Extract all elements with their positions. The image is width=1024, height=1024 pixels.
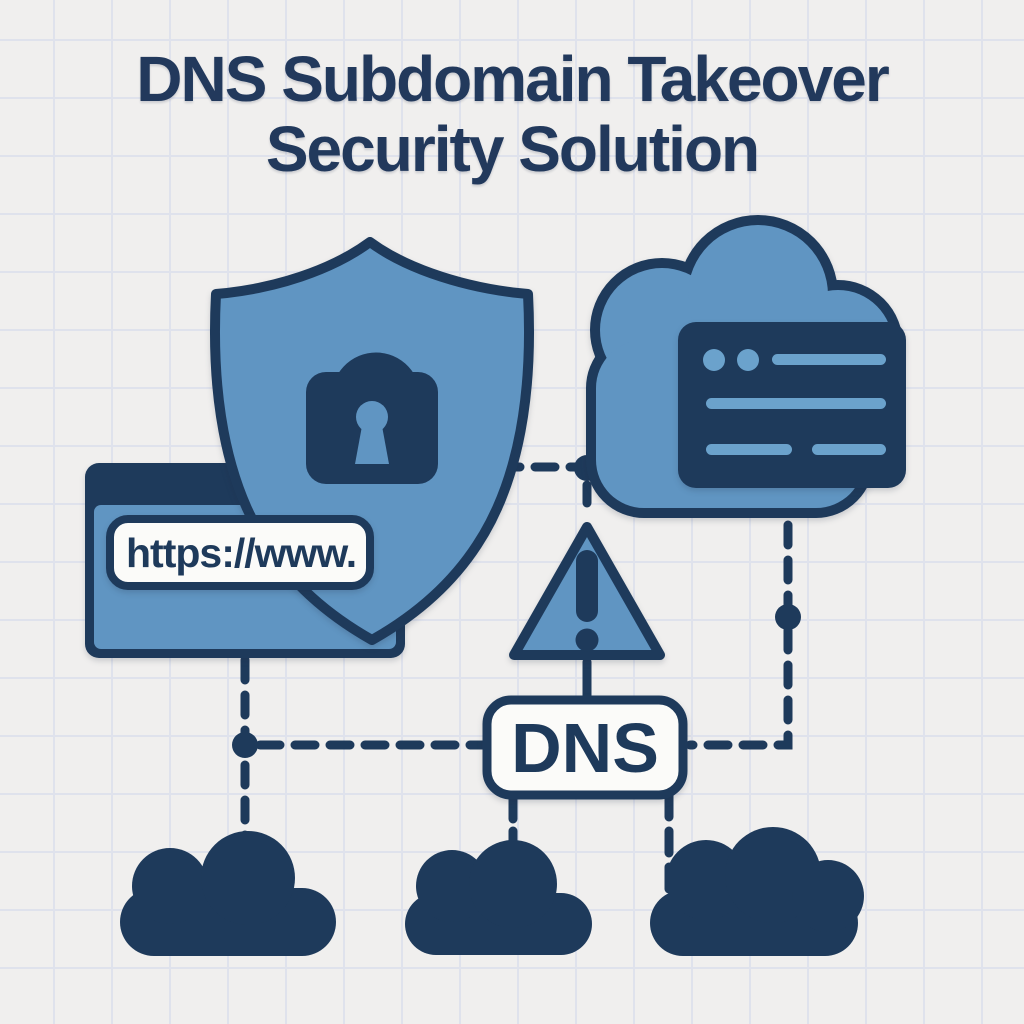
server-window-icon xyxy=(678,322,906,488)
exclamation-mark xyxy=(575,550,599,652)
keyhole-circle xyxy=(356,401,388,433)
title-line-2: Security Solution xyxy=(265,113,760,186)
server-line-3 xyxy=(706,444,792,455)
connector-server-to-dns xyxy=(685,485,793,750)
cloud-puff xyxy=(469,840,557,928)
cloud-puff xyxy=(416,850,488,922)
exclamation-dot xyxy=(575,628,599,652)
cloud-puff xyxy=(792,860,864,932)
cloud-icon-middle xyxy=(405,840,592,955)
dns-label-box: DNS xyxy=(482,695,688,800)
junction-dot-right xyxy=(775,604,801,630)
page-title: DNS Subdomain Takeover Security Solution xyxy=(0,44,1024,185)
server-dot-2 xyxy=(737,349,759,371)
padlock-icon xyxy=(306,352,438,484)
junction-dot-left xyxy=(232,732,258,758)
url-bar: https://www. xyxy=(106,515,374,590)
server-line-4 xyxy=(812,444,886,455)
url-text: https://www. xyxy=(126,530,356,576)
cloud-icon-left xyxy=(120,831,336,956)
keyhole-stem xyxy=(355,426,389,464)
connectors xyxy=(232,455,801,895)
dns-text: DNS xyxy=(511,709,659,787)
server-dot-1 xyxy=(703,349,725,371)
cloud-puff xyxy=(666,840,746,920)
cloud-puff xyxy=(201,831,295,925)
cloud-icon-right xyxy=(650,827,864,956)
server-line-1 xyxy=(772,354,886,365)
dns-box-shape xyxy=(482,695,688,800)
cloud-puff xyxy=(132,848,208,924)
server-line-2 xyxy=(706,398,886,409)
url-bar-field xyxy=(106,515,374,590)
warning-triangle-icon xyxy=(509,522,665,660)
title-line-1: DNS Subdomain Takeover xyxy=(136,43,889,115)
